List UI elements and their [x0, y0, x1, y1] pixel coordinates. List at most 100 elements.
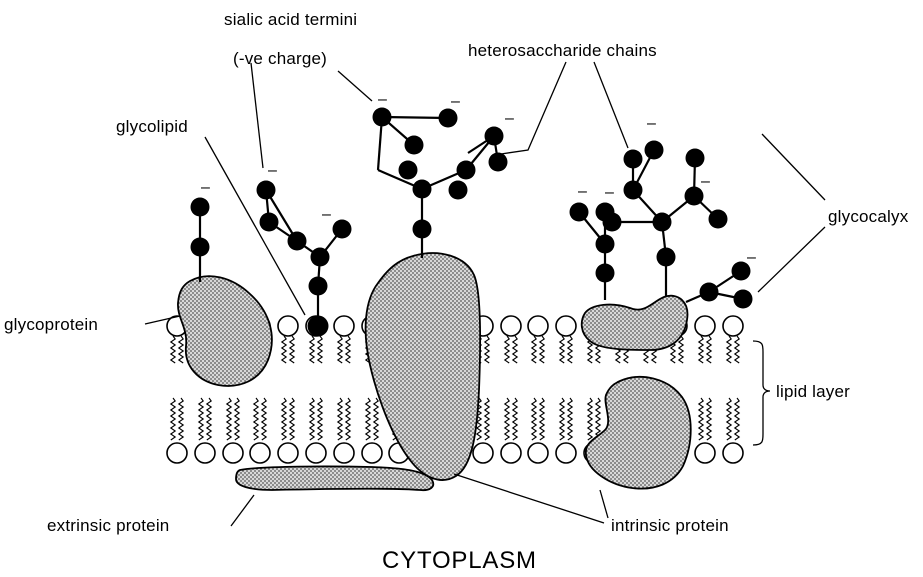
large-intrinsic-protein-shape — [366, 253, 481, 480]
lipid-tail — [179, 398, 183, 440]
sugar-residue — [596, 264, 615, 283]
sugar-residue — [624, 150, 643, 169]
lipid-tail — [374, 398, 378, 440]
charge-mark: – — [451, 93, 460, 110]
lipid-tail — [735, 398, 739, 440]
lipid-tail — [540, 398, 544, 440]
glycoprotein-shape — [178, 276, 272, 386]
sugar-residue — [413, 180, 432, 199]
phospholipid-head-inner — [195, 443, 215, 463]
sialic-acid-label-line1: sialic acid termini — [224, 10, 357, 29]
sugar-residue — [485, 127, 504, 146]
lipid-tail — [310, 336, 314, 363]
lipid-tail — [568, 398, 572, 440]
sugar-residue — [405, 136, 424, 155]
phospholipid-head-inner — [473, 443, 493, 463]
phospholipid-pair — [278, 316, 298, 463]
lipid-tail — [207, 398, 211, 440]
lipid-tail — [199, 398, 203, 440]
charge-mark: – — [701, 173, 710, 190]
upper-intrinsic-protein-shape — [582, 296, 688, 350]
phospholipid-pair — [501, 316, 521, 463]
phospholipid-head-inner — [723, 443, 743, 463]
lipid-tail — [346, 336, 350, 363]
sugar-residue — [373, 108, 392, 127]
phospholipid-head-inner — [556, 443, 576, 463]
sugar-residue — [624, 181, 643, 200]
phospholipid-head-inner — [695, 443, 715, 463]
extrinsic-protein-shape — [236, 466, 433, 490]
lipid-tail — [699, 398, 703, 440]
sugar-residue — [645, 141, 664, 160]
lipid-tail — [513, 336, 517, 363]
upper-protein-right-chain — [603, 141, 728, 297]
charge-mark: – — [605, 184, 614, 201]
phospholipid-head-outer — [723, 316, 743, 336]
phospholipid-pair — [556, 316, 576, 463]
phospholipid-head-inner — [278, 443, 298, 463]
charge-mark: – — [505, 110, 514, 127]
lipid-tail — [310, 398, 314, 440]
lipid-tail — [485, 398, 489, 440]
charge-mark: – — [268, 162, 277, 179]
sugar-residue — [709, 210, 728, 229]
glycosidic-bond — [382, 117, 448, 118]
lipid-tail — [254, 398, 258, 440]
lipid-tail — [735, 336, 739, 363]
phospholipid-head-outer — [334, 316, 354, 336]
sugar-residue — [191, 198, 210, 217]
phospholipid-pair — [167, 316, 187, 463]
extrinsic-protein-label: extrinsic protein — [47, 516, 169, 535]
phospholipid-head-inner — [501, 443, 521, 463]
lipid-tail — [588, 398, 592, 440]
large-protein-chain — [373, 108, 508, 259]
lipid-tail — [171, 336, 175, 363]
intrinsic-protein-label: intrinsic protein — [611, 516, 729, 535]
lipid-tail — [366, 398, 370, 440]
lipid-tail — [727, 398, 731, 440]
lipid-tail — [171, 398, 175, 440]
cytoplasm-label: CYTOPLASM — [382, 547, 537, 574]
phospholipid-head-inner — [306, 443, 326, 463]
phospholipid-head-inner — [528, 443, 548, 463]
lipid-tail — [235, 398, 239, 440]
phospholipid-pair — [695, 316, 715, 463]
sugar-residue — [489, 153, 508, 172]
lipid-tail — [505, 398, 509, 440]
glycolipid-label: glycolipid — [116, 117, 188, 136]
lipid-tail — [318, 398, 322, 440]
lipid-tail — [346, 398, 350, 440]
sugar-residue — [439, 109, 458, 128]
phospholipid-pair — [723, 316, 743, 463]
lipid-tail — [532, 398, 536, 440]
charge-mark: – — [378, 91, 387, 108]
lipid-tail — [560, 336, 564, 363]
charge-mark: – — [647, 115, 656, 132]
sugar-residue — [603, 213, 622, 232]
sugar-residue — [413, 220, 432, 239]
phospholipid-pair — [334, 316, 354, 463]
phospholipid-head-outer — [278, 316, 298, 336]
phospholipid-head-outer — [695, 316, 715, 336]
lipid-tail — [338, 336, 342, 363]
lipid-tail — [699, 336, 703, 363]
sialic-acid-label-line2: (-ve charge) — [233, 49, 327, 68]
lipid-tail — [540, 336, 544, 363]
phospholipid-head-outer — [556, 316, 576, 336]
lipid-tail — [282, 336, 286, 363]
lipid-tail — [290, 336, 294, 363]
lipid-tail — [727, 336, 731, 363]
lipid-tail — [485, 336, 489, 363]
side-chain — [686, 262, 753, 309]
sugar-residue — [570, 203, 589, 222]
phospholipid-head-inner — [334, 443, 354, 463]
lipid-tail — [318, 336, 322, 363]
lipid-layer-label: lipid layer — [776, 382, 850, 401]
sugar-residue — [734, 290, 753, 309]
charge-mark: – — [747, 249, 756, 266]
sugar-residue — [449, 181, 468, 200]
sugar-residue — [333, 220, 352, 239]
sugar-residue — [257, 181, 276, 200]
sugar-residue — [288, 232, 307, 251]
sugar-residue — [311, 248, 330, 267]
